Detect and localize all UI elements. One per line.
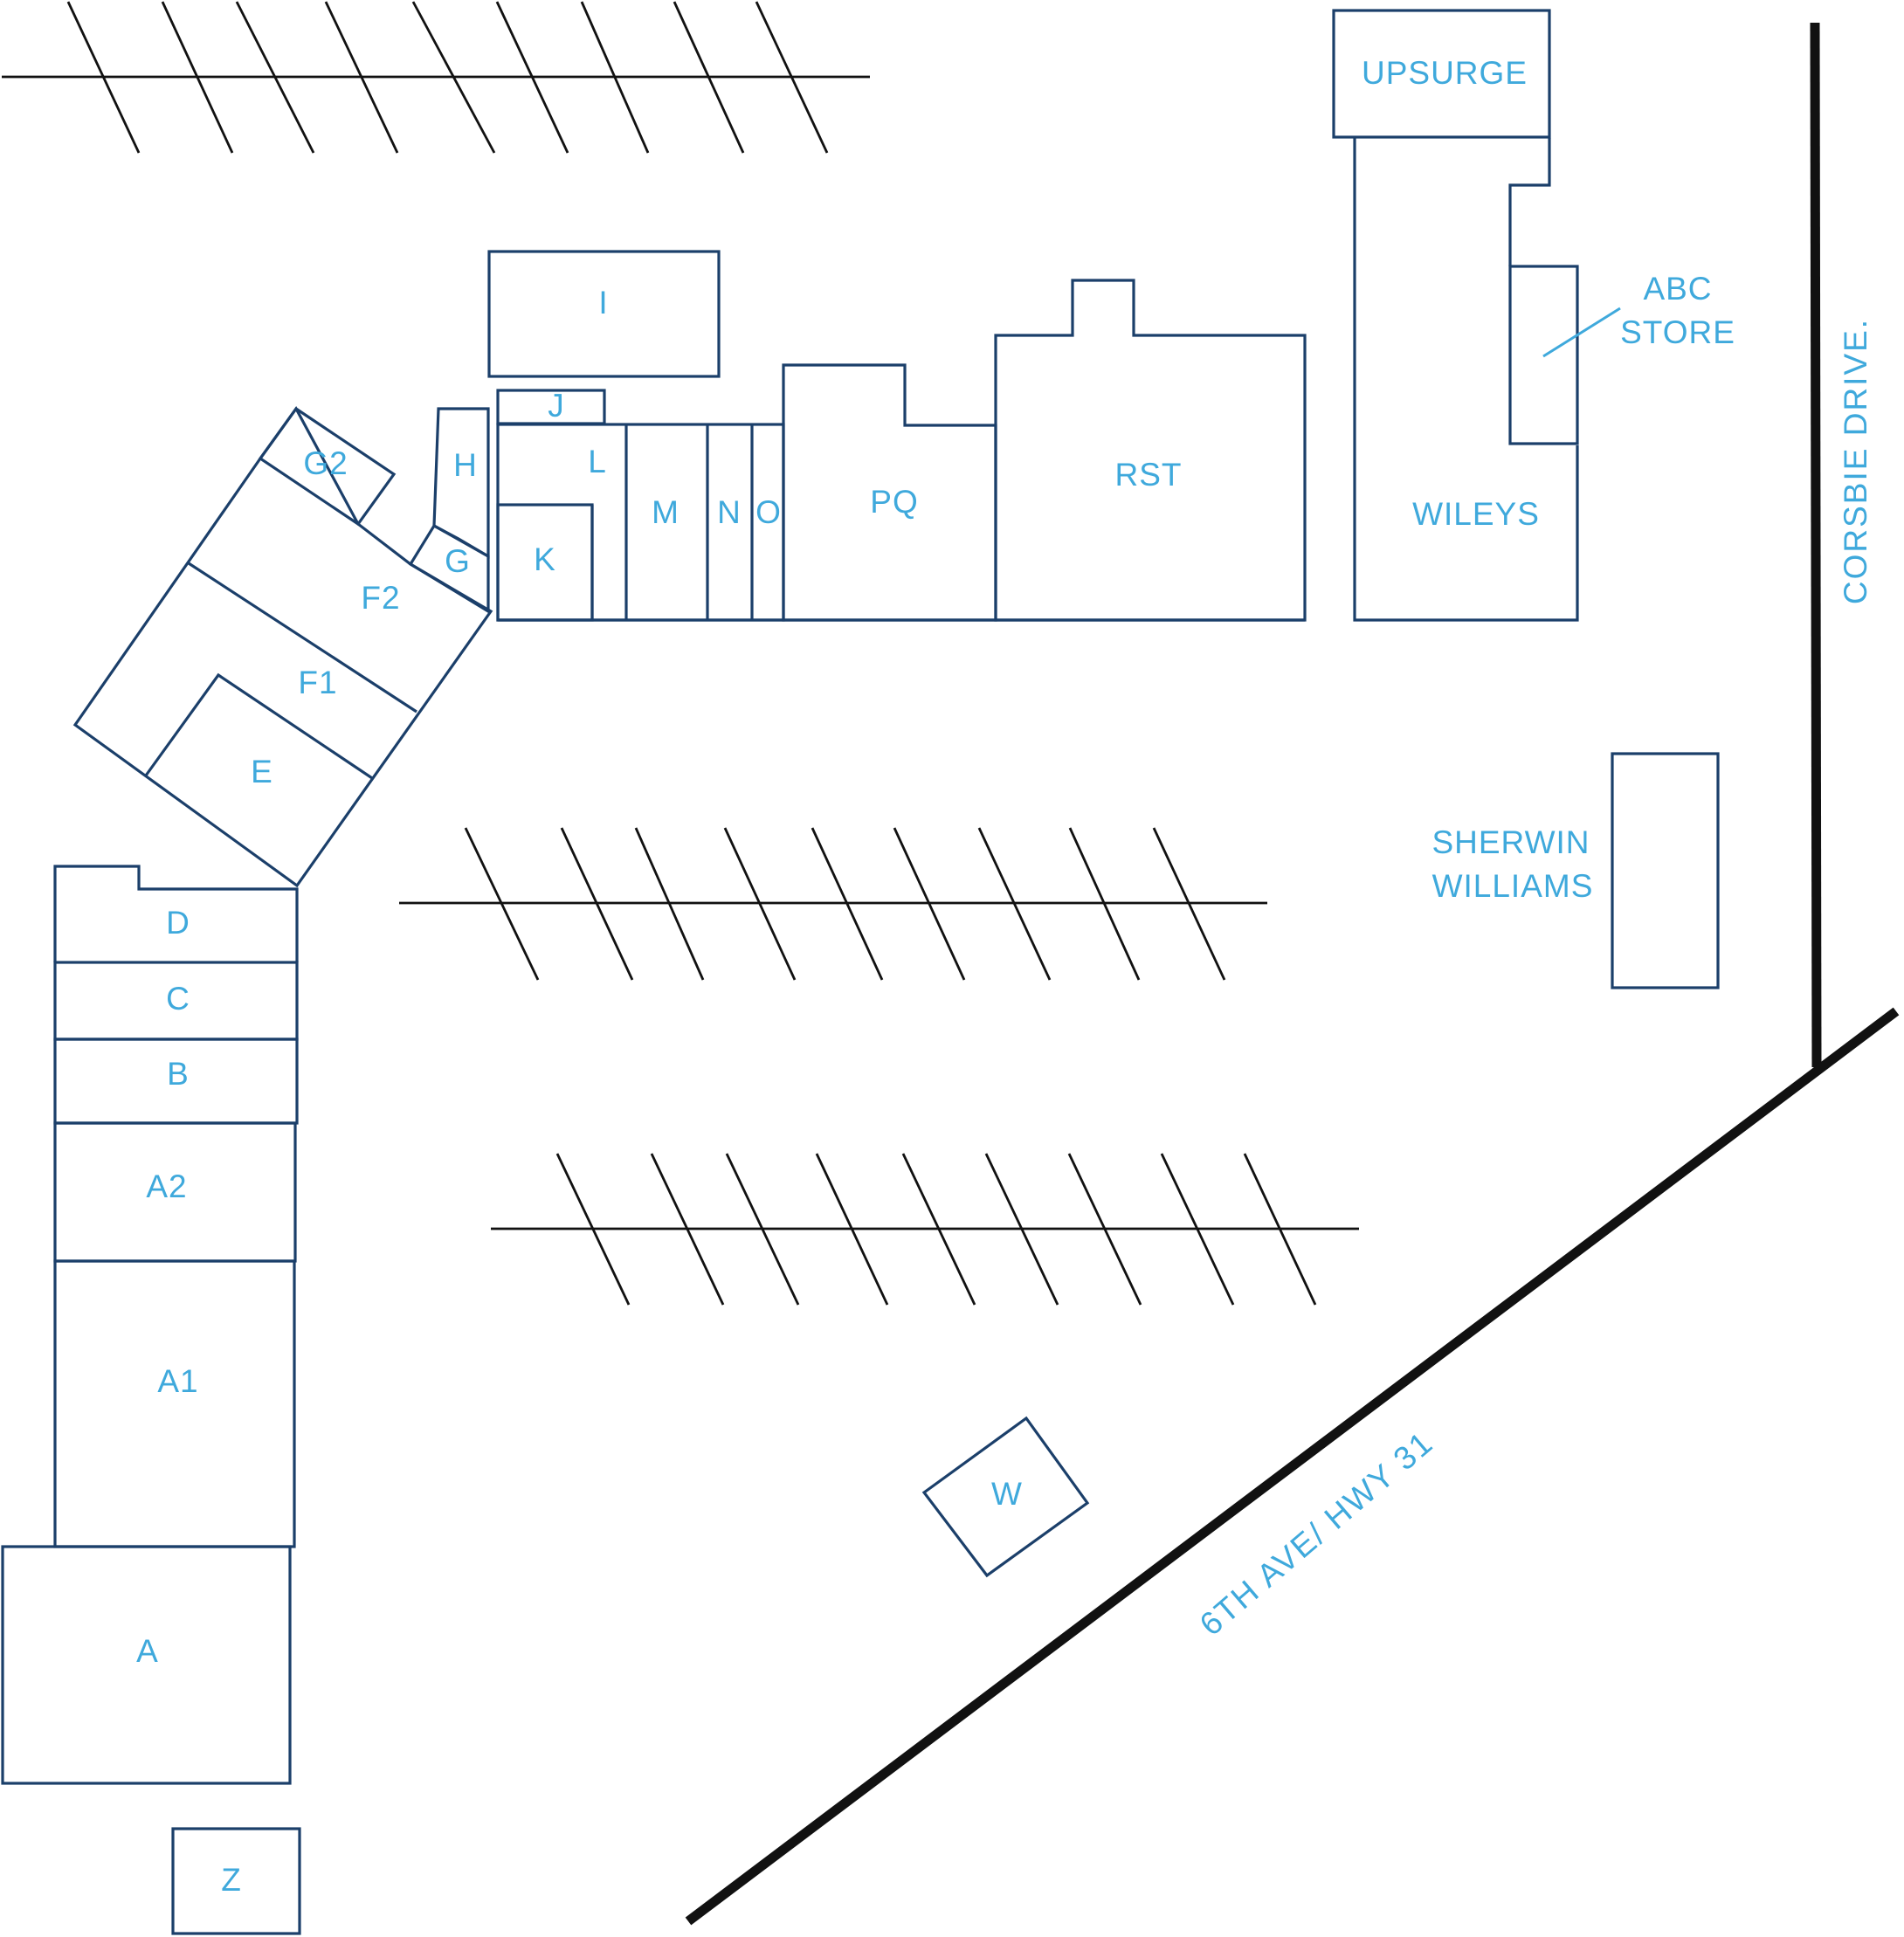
- label-f2: F2: [361, 580, 400, 616]
- label-i: I: [598, 285, 608, 321]
- parking-stall-line: [555, 1153, 631, 1306]
- parking-stall-line: [815, 1153, 889, 1306]
- parking-stall-line: [464, 827, 540, 981]
- f2-f1-wall: [188, 562, 417, 713]
- parking-stall-line: [977, 827, 1052, 981]
- parking-stall-line: [235, 1, 315, 154]
- parking-stall-line: [66, 1, 141, 154]
- label-sherwin-line2: WILLIAMS: [1432, 868, 1594, 904]
- parking-stall-line: [580, 1, 650, 154]
- unit-w[interactable]: [921, 1416, 1090, 1578]
- label-abc-line1: ABC: [1643, 271, 1712, 307]
- label-w: W: [991, 1476, 1023, 1512]
- highway-road: [685, 1007, 1900, 1926]
- parking-stall-line: [1243, 1153, 1317, 1306]
- parking-stall-line: [161, 1, 234, 154]
- parking-stall-line: [1067, 1153, 1142, 1306]
- label-a1: A1: [157, 1363, 198, 1399]
- parking-stall-line: [1068, 827, 1141, 981]
- unit-upsurge[interactable]: [1332, 9, 1551, 139]
- parking-stall-line: [893, 827, 966, 981]
- label-n: N: [717, 494, 742, 530]
- unit-i[interactable]: [487, 250, 721, 378]
- label-highway: 6TH AVE/ HWY 31: [1193, 1424, 1440, 1643]
- parking-rows: [2, 1, 1359, 1306]
- parking-stall-line: [811, 827, 884, 981]
- unit-d[interactable]: [53, 865, 299, 962]
- parking-row-top: [2, 1, 870, 154]
- label-f1: F1: [298, 665, 337, 700]
- parking-stall-line: [723, 827, 797, 981]
- parking-stall-line: [634, 827, 705, 981]
- parking-stall-line: [411, 1, 496, 154]
- parking-stall-line: [673, 1, 745, 154]
- label-rst: RST: [1115, 457, 1183, 493]
- parking-stall-line: [1160, 1153, 1235, 1306]
- wing-outline: [72, 405, 493, 888]
- parking-stall-line: [755, 1, 829, 154]
- label-m: M: [652, 494, 680, 530]
- label-corsbie-drive: CORSBIE DRIVE.: [1838, 318, 1873, 604]
- buildings: [1, 9, 1720, 1935]
- parking-row-bottom: [491, 1153, 1359, 1306]
- label-upsurge: UPSURGE: [1362, 55, 1528, 91]
- unit-a[interactable]: [1, 1545, 292, 1785]
- unit-abc-store[interactable]: [1508, 265, 1579, 445]
- label-e: E: [251, 754, 273, 789]
- label-abc-line2: STORE: [1620, 314, 1735, 350]
- label-wileys: WILEYS: [1412, 496, 1540, 532]
- unit-a1[interactable]: [53, 1259, 296, 1548]
- label-pq: PQ: [870, 484, 918, 520]
- parking-stall-line: [725, 1153, 800, 1306]
- roads: [685, 22, 1900, 1926]
- abc-leader-line: [1542, 307, 1621, 358]
- label-l: L: [588, 444, 607, 479]
- parking-stall-line: [1152, 827, 1226, 981]
- label-g: G: [445, 543, 471, 579]
- label-sherwin-line1: SHERWIN: [1431, 824, 1590, 860]
- parking-stall-line: [650, 1153, 725, 1306]
- label-d: D: [166, 905, 190, 941]
- parking-row-middle: [399, 827, 1267, 981]
- parking-stall-line: [495, 1, 569, 154]
- parking-stall-line: [324, 1, 399, 154]
- parking-stall-line: [901, 1153, 976, 1306]
- unit-wileys[interactable]: [1353, 138, 1579, 622]
- label-c: C: [166, 981, 190, 1017]
- unit-e[interactable]: [144, 672, 373, 780]
- parking-stall-line: [984, 1153, 1059, 1306]
- label-a: A: [136, 1633, 159, 1669]
- label-k: K: [534, 541, 556, 577]
- parking-stall-line: [560, 827, 634, 981]
- label-b: B: [167, 1056, 190, 1092]
- label-a2: A2: [146, 1168, 187, 1204]
- label-z: Z: [221, 1862, 242, 1898]
- corsbie-drive-road: [1810, 22, 1822, 1068]
- unit-sherwin-williams[interactable]: [1611, 752, 1720, 989]
- label-o: O: [755, 494, 782, 530]
- unit-z[interactable]: [171, 1827, 301, 1935]
- label-j: J: [548, 388, 565, 424]
- label-g2: G2: [303, 445, 348, 481]
- label-h: H: [453, 447, 478, 483]
- unit-rst[interactable]: [994, 279, 1307, 622]
